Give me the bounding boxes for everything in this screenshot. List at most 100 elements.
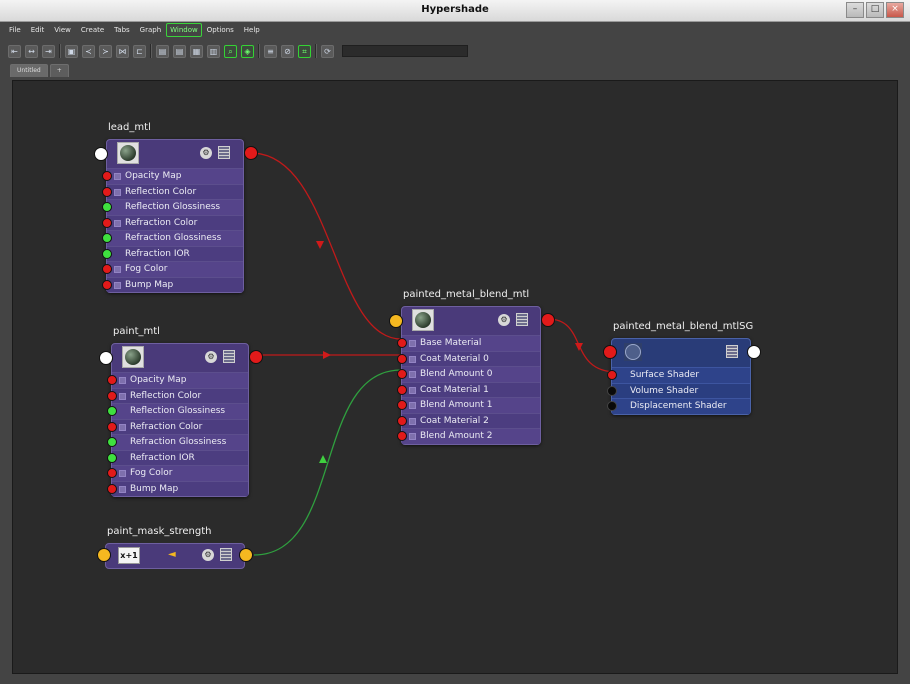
search-input[interactable] (342, 45, 468, 57)
expand-icon[interactable] (114, 188, 121, 196)
expand-icon[interactable] (119, 392, 126, 400)
output-port[interactable] (249, 350, 263, 364)
rebuild-icon[interactable]: ⟳ (321, 44, 334, 58)
attribute-list-icon[interactable] (220, 548, 232, 561)
port-base-material[interactable] (397, 338, 407, 348)
pin-icon[interactable]: ⌗ (298, 44, 311, 58)
attr-row[interactable]: Reflection Color (112, 387, 248, 403)
attr-row[interactable]: Fog Color (112, 465, 248, 481)
attr-row[interactable]: Coat Material 1 (402, 381, 540, 397)
port-reflection-color[interactable] (102, 186, 112, 197)
attr-row[interactable]: Base Material (402, 335, 540, 351)
expand-icon[interactable] (114, 219, 121, 227)
node-paint-mask-strength[interactable]: paint_mask_strength x+1 ◄ ⚙ (97, 526, 253, 569)
attr-row[interactable]: Refraction Color (107, 214, 243, 230)
input-port[interactable] (603, 345, 617, 359)
node-paint-mtl[interactable]: paint_mtl ⚙ Opacity Map Reflection Color… (99, 326, 263, 497)
menu-create[interactable]: Create (80, 26, 105, 34)
node-painted-metal-blend-mtlsg[interactable]: painted_metal_blend_mtlSG Surface Shader… (603, 321, 761, 415)
port-coat-material-1[interactable] (397, 384, 407, 395)
attr-row[interactable]: Coat Material 2 (402, 412, 540, 428)
maximize-button[interactable]: □ (866, 2, 884, 18)
port-reflection-glossiness[interactable] (102, 202, 112, 212)
port-refraction-ior[interactable] (102, 248, 112, 259)
menu-view[interactable]: View (54, 26, 71, 34)
expand-icon[interactable] (119, 423, 126, 431)
attr-row[interactable]: Refraction Glossiness (112, 434, 248, 450)
tab-untitled[interactable]: Untitled (10, 64, 48, 77)
port-bump-map[interactable] (102, 279, 112, 290)
port-refraction-ior[interactable] (107, 452, 117, 463)
menu-options[interactable]: Options (206, 26, 234, 34)
port-bump-map[interactable] (107, 483, 117, 494)
expand-icon[interactable] (114, 266, 121, 273)
expand-icon[interactable] (119, 470, 126, 477)
expand-icon[interactable] (119, 485, 126, 493)
connections-both-icon[interactable]: ⋈ (116, 44, 129, 58)
input-port[interactable] (94, 147, 108, 161)
port-surface-shader[interactable] (607, 370, 617, 380)
port-reflection-glossiness[interactable] (107, 406, 117, 416)
attr-row[interactable]: Bump Map (107, 276, 243, 292)
attr-row[interactable]: Coat Material 0 (402, 350, 540, 366)
node-painted-metal-blend-mtl[interactable]: painted_metal_blend_mtl ⚙ Base Material … (389, 289, 555, 445)
attr-row[interactable]: Reflection Color (107, 183, 243, 199)
menu-edit[interactable]: Edit (30, 26, 45, 34)
menu-file[interactable]: File (9, 26, 21, 34)
attr-row[interactable]: Bump Map (112, 480, 248, 496)
menu-window[interactable]: Window (166, 23, 202, 37)
attr-row[interactable]: Displacement Shader (612, 398, 750, 414)
attr-row[interactable]: Refraction IOR (107, 245, 243, 261)
layout-custom-icon[interactable]: ▥ (207, 44, 220, 58)
input-port[interactable] (97, 548, 111, 562)
expand-icon[interactable] (409, 402, 416, 409)
attr-row[interactable]: Reflection Glossiness (107, 199, 243, 215)
close-button[interactable]: × (886, 2, 904, 18)
port-opacity-map[interactable] (102, 171, 112, 181)
menu-help[interactable]: Help (243, 26, 260, 34)
attr-row[interactable]: Opacity Map (112, 372, 248, 388)
frame-left-icon[interactable]: ⇤ (8, 44, 21, 58)
attr-row[interactable]: Opacity Map (107, 168, 243, 184)
settings-icon[interactable]: ⚙ (205, 351, 217, 363)
port-refraction-color[interactable] (102, 217, 112, 228)
expand-icon[interactable] (409, 433, 416, 440)
attr-row[interactable]: Blend Amount 0 (402, 366, 540, 382)
settings-icon[interactable]: ⚙ (498, 314, 510, 326)
attribute-list-icon[interactable] (218, 146, 230, 159)
port-refraction-color[interactable] (107, 421, 117, 432)
connections-in-icon[interactable]: ≺ (82, 44, 95, 58)
attr-row[interactable]: Blend Amount 1 (402, 397, 540, 413)
port-fog-color[interactable] (107, 468, 117, 478)
output-port[interactable] (541, 313, 555, 327)
expand-icon[interactable] (409, 417, 416, 425)
minimize-button[interactable]: – (846, 2, 864, 18)
port-blend-amount-2[interactable] (397, 431, 407, 441)
attribute-list-icon[interactable] (223, 350, 235, 363)
port-coat-material-0[interactable] (397, 353, 407, 364)
grid-icon[interactable]: ≡ (264, 44, 277, 58)
zoom-icon[interactable]: ⌕ (224, 44, 237, 58)
frame-right-icon[interactable]: ⇥ (42, 44, 55, 58)
port-displacement-shader[interactable] (607, 401, 617, 411)
output-port[interactable] (244, 146, 258, 160)
expand-icon[interactable] (114, 281, 121, 289)
port-refraction-glossiness[interactable] (102, 233, 112, 243)
attr-row[interactable]: Refraction IOR (112, 449, 248, 465)
port-coat-material-2[interactable] (397, 415, 407, 426)
layout-connected-icon[interactable]: ▤ (173, 44, 186, 58)
expand-icon[interactable] (409, 386, 416, 394)
attribute-list-icon[interactable] (516, 313, 528, 326)
port-reflection-color[interactable] (107, 390, 117, 401)
snap-icon[interactable]: ⊘ (281, 44, 294, 58)
attr-row[interactable]: Blend Amount 2 (402, 428, 540, 444)
settings-icon[interactable]: ⚙ (202, 549, 214, 561)
expand-icon[interactable] (114, 173, 121, 180)
settings-icon[interactable]: ⚙ (200, 147, 212, 159)
attr-row[interactable]: Surface Shader (612, 367, 750, 383)
node-editor-canvas[interactable]: lead_mtl ⚙ Opacity Map Reflection Color … (12, 80, 898, 674)
menu-graph[interactable]: Graph (139, 26, 162, 34)
expand-icon[interactable] (409, 371, 416, 378)
port-volume-shader[interactable] (607, 385, 617, 396)
expand-icon[interactable] (119, 377, 126, 384)
